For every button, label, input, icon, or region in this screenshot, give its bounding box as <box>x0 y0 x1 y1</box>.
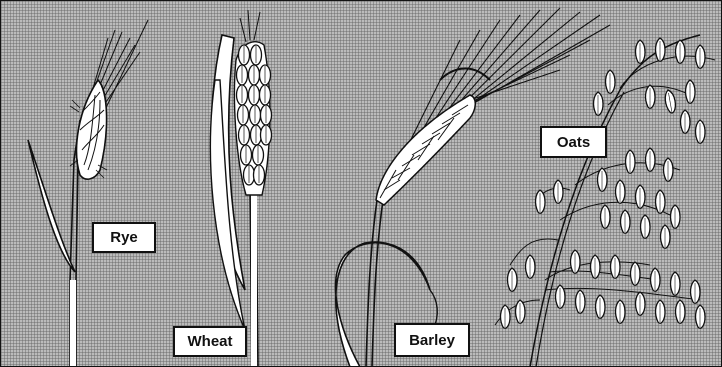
label-barley: Barley <box>394 323 470 357</box>
oats-plant <box>495 35 715 367</box>
wheat-plant <box>210 10 271 367</box>
label-oats: Oats <box>540 126 607 158</box>
label-wheat: Wheat <box>173 326 247 357</box>
rye-plant <box>28 20 148 367</box>
barley-plant <box>336 8 610 367</box>
label-rye: Rye <box>92 222 156 253</box>
